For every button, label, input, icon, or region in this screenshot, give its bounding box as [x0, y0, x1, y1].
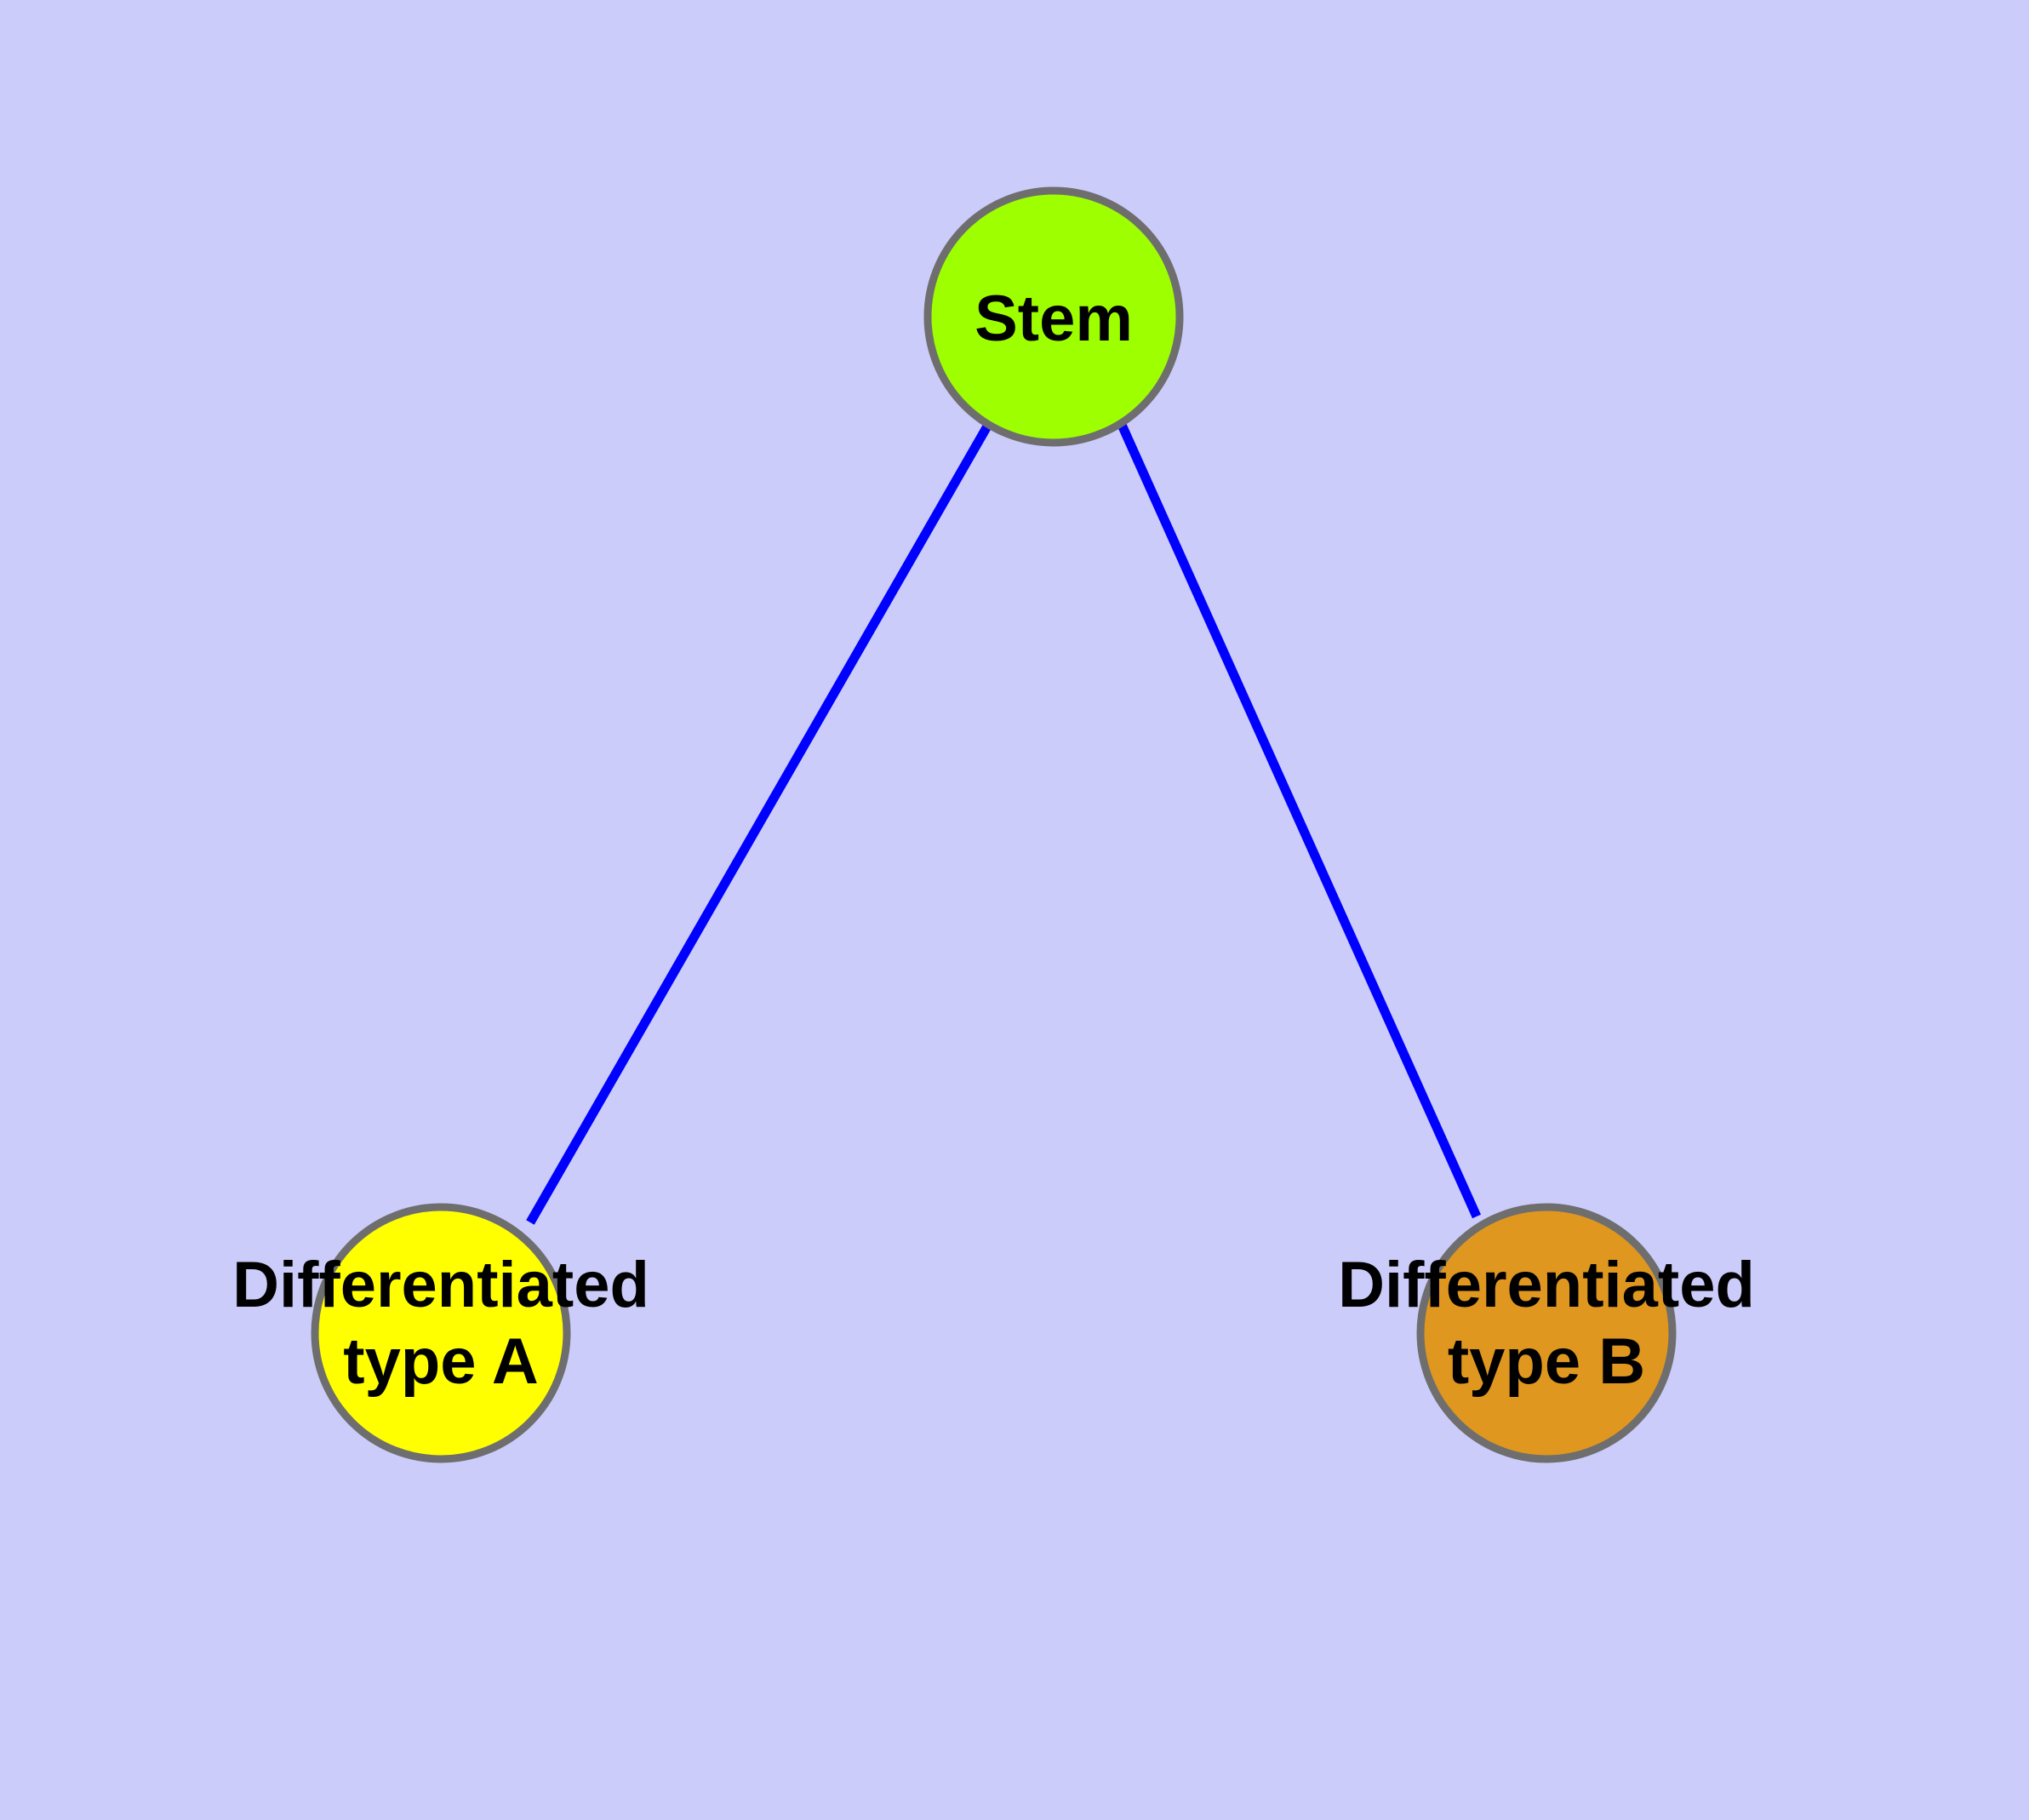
node-differentiated-type-a-circle[interactable]	[311, 1203, 571, 1463]
node-differentiated-type-a-label-line1: Differentiated	[232, 1249, 649, 1321]
node-differentiated-type-a[interactable]	[311, 1203, 571, 1463]
edge-stem-to-differentiated-type-b[interactable]	[1117, 422, 1482, 1219]
label-layer: Stem Differentiated type A Differentiate…	[232, 283, 1755, 1398]
node-differentiated-type-b-circle[interactable]	[1416, 1203, 1677, 1463]
node-differentiated-type-b-label-line1: Differentiated	[1338, 1249, 1755, 1321]
node-stem-circle[interactable]	[923, 186, 1184, 447]
node-differentiated-type-b-label-line2: type B	[1448, 1325, 1645, 1398]
edge-stem-to-differentiated-type-a[interactable]	[526, 422, 992, 1225]
node-stem[interactable]	[923, 186, 1184, 447]
edge-layer	[526, 422, 1482, 1225]
node-stem-label: Stem	[974, 283, 1133, 355]
node-layer	[311, 186, 1677, 1463]
node-differentiated-type-a-label-line2: type A	[343, 1325, 538, 1398]
node-differentiated-type-b[interactable]	[1416, 1203, 1677, 1463]
